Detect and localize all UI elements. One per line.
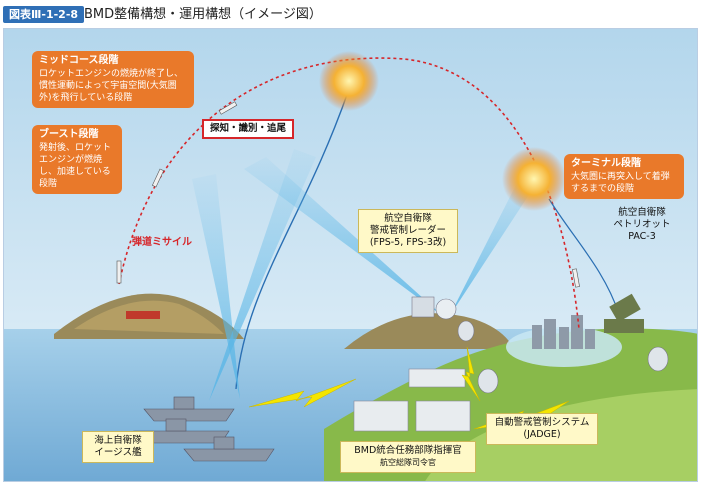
pac3-label-line2: ペトリオット [613,219,671,230]
command-label-line2: 航空総隊司令官 [380,458,436,467]
ballistic-missile-label: 弾道ミサイル [132,237,192,248]
ballistic-missile-icons [116,101,580,288]
launcher-vehicle [126,311,160,319]
command-label: BMD統合任務部隊指揮官 航空総隊司令官 [340,441,476,473]
pac3-label-line1: 航空自衛隊 [618,207,666,218]
midcourse-callout: ミッドコース段階 ロケットエンジンの燃焼が終了し、慣性運動によって宇宙空間(大気… [32,51,194,108]
figure-number: 図表Ⅲ-1-2-8 [3,6,85,23]
aegis-beam-1 [192,174,240,399]
radar-label-line2: 警戒管制レーダー [369,225,446,236]
figure-title: BMD整備構想・運用構想（イメージ図） [84,7,322,22]
aegis-label-line2: イージス艦 [94,447,142,458]
scene-illustration [4,29,697,481]
sm3-trail [235,88,350,390]
radar-label-line1: 航空自衛隊 [384,213,432,224]
dish-antennas [457,320,669,394]
command-facilities [353,368,471,432]
midcourse-title: ミッドコース段階 [39,55,119,66]
jadge-label: 自動警戒管制システム (JADGE) [486,413,598,445]
pac3-label-line3: PAC-3 [628,231,656,242]
city-buildings [532,315,595,349]
radar-beam-1 [244,157,444,317]
command-label-line1: BMD統合任務部隊指揮官 [354,445,462,456]
pac3-label: 航空自衛隊 ペトリオット PAC-3 [600,207,684,243]
midcourse-description: ロケットエンジンの燃焼が終了し、慣性運動によって宇宙空間(大気圏外)を飛行してい… [39,69,184,103]
aegis-ships [133,396,275,462]
pac3-launcher [604,293,644,333]
radar-label: 航空自衛隊 警戒管制レーダー (FPS-5, FPS-3改) [358,209,458,253]
aegis-beam-2 [209,149,316,401]
terminal-title: ターミナル段階 [571,158,641,169]
aegis-label-line1: 海上自衛隊 [94,435,142,446]
jadge-label-line1: 自動警戒管制システム [494,417,590,428]
radar-label-line3: (FPS-5, FPS-3改) [369,237,447,248]
diagram-frame: ミッドコース段階 ロケットエンジンの燃焼が終了し、慣性運動によって宇宙空間(大気… [3,28,698,482]
radar-site [411,296,457,320]
figure-header: 図表Ⅲ-1-2-8 BMD整備構想・運用構想（イメージ図） [0,0,701,28]
aegis-label: 海上自衛隊 イージス艦 [82,431,154,463]
pac3-trail [548,198,620,315]
terminal-intercept-blast [502,147,566,211]
boost-callout: ブースト段階 発射後、ロケットエンジンが燃焼し、加速している段階 [32,125,122,194]
radar-hill [344,313,514,349]
boost-title: ブースト段階 [39,129,99,140]
terminal-callout: ターミナル段階 大気圏に再突入して着弾するまでの段階 [564,154,684,199]
jadge-label-line2: (JADGE) [523,429,561,440]
radar-beam-2 [449,179,534,317]
terminal-description: 大気圏に再突入して着弾するまでの段階 [571,172,670,194]
detect-identify-track-label: 探知・識別・追尾 [202,119,295,139]
boost-description: 発射後、ロケットエンジンが燃焼し、加速している段階 [39,143,112,189]
midcourse-intercept-blast [319,51,379,111]
